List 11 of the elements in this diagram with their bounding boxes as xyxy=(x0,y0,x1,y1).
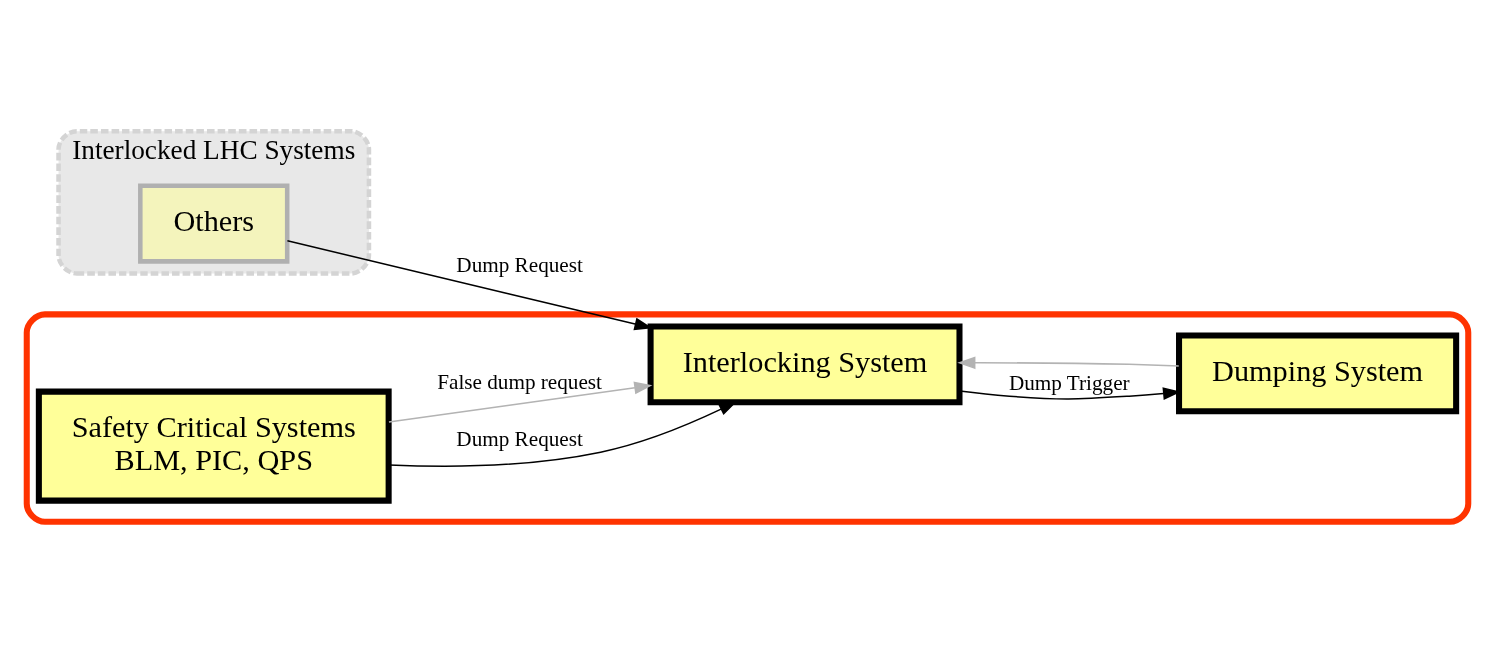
edge-label: Dump Request xyxy=(456,426,583,451)
edge-label: False dump request xyxy=(437,369,602,394)
edge-label: Dump Request xyxy=(456,252,583,277)
arrow xyxy=(957,355,1180,369)
node-box: Others xyxy=(138,182,290,264)
node-box: Interlocking System xyxy=(647,322,963,405)
arrow xyxy=(388,381,653,423)
edge-label: Dump Trigger xyxy=(1008,370,1130,395)
node-box: Dumping System xyxy=(1176,332,1460,414)
cluster xyxy=(23,310,1472,525)
node-box: Safety Critical Systems BLM, PIC, QPS xyxy=(35,388,392,504)
